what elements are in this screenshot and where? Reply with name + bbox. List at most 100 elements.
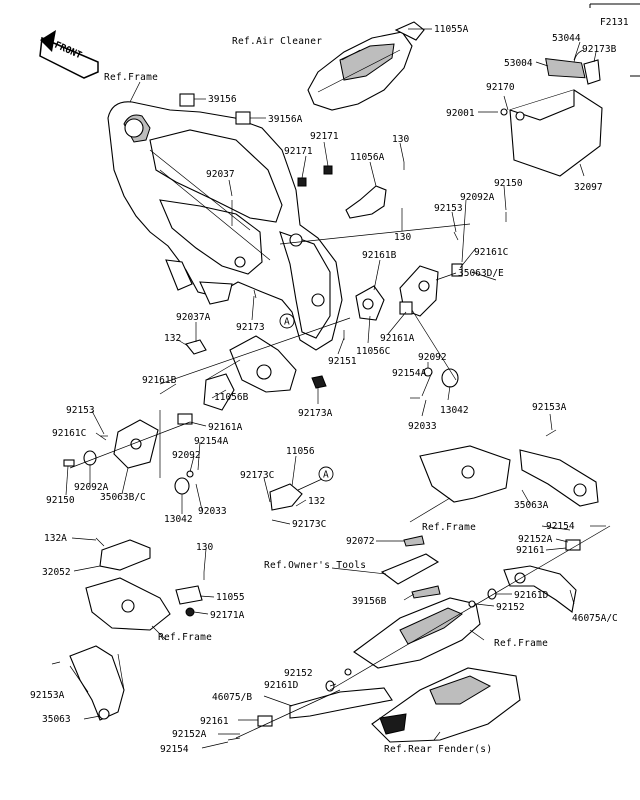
bolt-92150-l xyxy=(63,459,75,467)
part-92161-b: 92161 xyxy=(200,716,229,727)
bracket-92037A xyxy=(185,339,207,355)
part-92037A: 92037A xyxy=(176,312,211,323)
rubber-block-39156 xyxy=(179,93,195,107)
part-11056B: 11056B xyxy=(214,392,249,403)
washer-92092A-r xyxy=(451,263,463,277)
rubber-block-39156A xyxy=(235,111,251,125)
part-92161B-a: 92161B xyxy=(362,250,397,261)
ref-frame-right: Ref.Frame xyxy=(494,638,548,649)
part-92150-b: 92150 xyxy=(46,495,75,506)
part-92153-b: 92153 xyxy=(66,405,95,416)
part-92170: 92170 xyxy=(486,82,515,93)
part-11055A: 11055A xyxy=(434,24,469,35)
part-92161C-b: 92161C xyxy=(52,428,86,439)
part-11056C: 11056C xyxy=(356,346,390,357)
footrest-32052 xyxy=(85,539,171,631)
ref-frame-lower-right: Ref.Frame xyxy=(422,522,476,533)
part-39156A: 39156A xyxy=(268,114,303,125)
part-53004: 53004 xyxy=(504,58,533,69)
part-92153A-b: 92153A xyxy=(30,690,65,701)
part-53044: 53044 xyxy=(552,33,581,44)
alignment-lines xyxy=(69,223,611,739)
part-92154A-a: 92154A xyxy=(392,368,427,379)
bracket-11055 xyxy=(175,585,203,605)
part-92173-a: 92173 xyxy=(236,322,265,333)
part-13042-b: 13042 xyxy=(164,514,193,525)
collar-92161-r xyxy=(565,539,581,551)
part-92173C-b: 92173C xyxy=(292,519,326,530)
ref-frame-top: Ref.Frame xyxy=(104,72,158,83)
part-35063DE: 35063D/E xyxy=(458,268,504,279)
ref-air-cleaner: Ref.Air Cleaner xyxy=(232,36,322,47)
rear-footrest-stay-35063A xyxy=(419,445,599,507)
part-92092A-b: 92092A xyxy=(74,482,109,493)
ref-rear-fender: Ref.Rear Fender(s) xyxy=(384,744,492,755)
part-35063BC: 35063B/C xyxy=(100,492,146,503)
footrest-bracket-35063BC xyxy=(113,419,159,469)
part-92161A-a: 92161A xyxy=(380,333,415,344)
clip-92173A xyxy=(311,375,327,389)
washer-92152-r xyxy=(468,600,476,608)
part-92037: 92037 xyxy=(206,169,235,180)
part-92072: 92072 xyxy=(346,536,375,547)
part-92152A-b: 92152A xyxy=(172,729,207,740)
part-labels: 11055A 53044 92173B 53004 92170 92001 32… xyxy=(30,24,618,755)
part-92033-a: 92033 xyxy=(408,421,437,432)
part-92154-b: 92154 xyxy=(160,744,189,755)
part-32097: 32097 xyxy=(574,182,603,193)
part-92161B-b: 92161B xyxy=(142,375,177,386)
part-92150-a: 92150 xyxy=(494,178,523,189)
part-92092-a: 92092 xyxy=(418,352,447,363)
rear-fender-assembly xyxy=(371,667,521,743)
callout-A-top: A xyxy=(279,313,295,329)
part-130-c: 130 xyxy=(196,542,213,553)
air-cleaner-duct xyxy=(307,21,425,111)
clip-92171-a xyxy=(323,165,333,175)
part-92161-a: 92161 xyxy=(516,545,545,556)
collar-92161A-r xyxy=(399,301,413,315)
part-92152-b: 92152 xyxy=(284,668,313,679)
part-92171A: 92171A xyxy=(210,610,245,621)
collar-92161A-l xyxy=(177,413,193,425)
part-132-a: 132 xyxy=(164,333,181,344)
part-92001: 92001 xyxy=(446,108,475,119)
bracket-11056 xyxy=(269,483,303,511)
part-92161C-a: 92161C xyxy=(474,247,508,258)
tool-kit xyxy=(380,535,441,599)
part-92173A: 92173A xyxy=(298,408,333,419)
part-35063A: 35063A xyxy=(514,500,549,511)
part-92154A-b: 92154A xyxy=(194,436,229,447)
bracket-11056A xyxy=(345,185,387,219)
part-92161A-b: 92161A xyxy=(208,422,243,433)
part-130-a: 130 xyxy=(392,134,409,145)
diagram-code-box: F2131 xyxy=(589,3,640,77)
part-92171-a: 92171 xyxy=(310,131,339,142)
part-92153A-a: 92153A xyxy=(532,402,567,413)
bush-13042-l xyxy=(174,477,190,495)
part-92161D-a: 92161D xyxy=(514,590,549,601)
part-13042-a: 13042 xyxy=(440,405,469,416)
grab-rail-46075B xyxy=(289,687,393,719)
battery-case-32097 xyxy=(500,49,603,177)
part-92173B: 92173B xyxy=(582,44,617,55)
part-92033-b: 92033 xyxy=(198,506,227,517)
footrest-bracket-35063DE xyxy=(355,265,439,321)
part-11056A: 11056A xyxy=(350,152,385,163)
part-130-b: 130 xyxy=(394,232,411,243)
part-92092-b: 92092 xyxy=(172,450,201,461)
part-92153-a: 92153 xyxy=(434,203,463,214)
part-39156B: 39156B xyxy=(352,596,387,607)
washer-92161D-r xyxy=(487,588,497,600)
main-frame-illustration xyxy=(107,101,343,351)
part-32052: 32052 xyxy=(42,567,71,578)
leader-lines xyxy=(65,28,597,749)
svg-text:A: A xyxy=(323,470,329,481)
front-arrow-icon: FRONT xyxy=(39,30,99,79)
rear-seat-tray xyxy=(353,597,481,669)
part-92154-a: 92154 xyxy=(546,521,575,532)
part-92152A-a: 92152A xyxy=(518,534,553,545)
part-46075AC: 46075A/C xyxy=(572,613,618,624)
rear-stay-35063 xyxy=(69,645,125,721)
part-39156: 39156 xyxy=(208,94,237,105)
part-92171-b: 92171 xyxy=(284,146,313,157)
